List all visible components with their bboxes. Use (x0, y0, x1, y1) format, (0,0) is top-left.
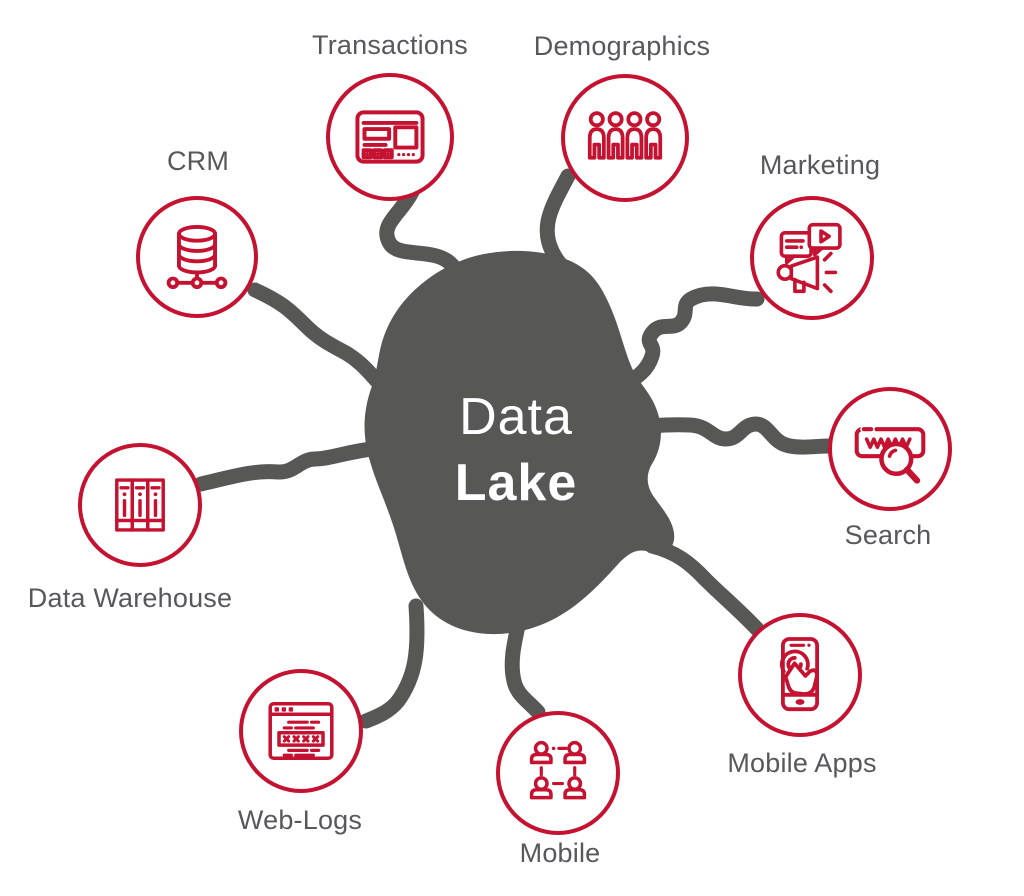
mobile-label: Mobile (519, 838, 601, 868)
marketing-circle (750, 196, 874, 320)
data-lake-blob (364, 250, 675, 635)
node-transactions (326, 73, 454, 201)
data-lake-title-line1: Data (459, 388, 573, 446)
crm-connector (247, 282, 384, 388)
node-search (828, 387, 952, 511)
www-magnifier-icon (854, 426, 926, 484)
mobile-connector (504, 600, 546, 720)
web-logs-label: Web-Logs (237, 805, 363, 835)
mobile-circle (496, 711, 620, 835)
touch-phone-icon (779, 637, 819, 712)
megaphone-media-icon (776, 222, 842, 294)
data-lake-title-line2: Lake (454, 454, 578, 512)
browser-log-icon (268, 701, 334, 761)
demographics-label: Demographics (533, 31, 711, 61)
archive-binders-icon (115, 478, 165, 532)
marketing-label: Marketing (759, 150, 881, 180)
database-network-icon (166, 224, 228, 290)
marketing-connector (604, 286, 765, 400)
mobile-apps-circle (738, 613, 862, 737)
data-warehouse-circle (78, 443, 202, 567)
node-data-warehouse (78, 443, 202, 567)
web-logs-circle (239, 669, 363, 793)
transactions-label: Transactions (312, 30, 468, 60)
crm-circle (136, 196, 258, 318)
search-label: Search (844, 520, 932, 550)
web-logs-connector (358, 598, 425, 729)
node-crm (136, 196, 258, 318)
data-lake-title: Data Lake (455, 384, 578, 516)
mobile-apps-label: Mobile Apps (727, 748, 877, 778)
node-web-logs (239, 669, 363, 793)
transactions-circle (326, 73, 454, 201)
node-marketing (750, 196, 874, 320)
data-warehouse-connector (193, 440, 386, 492)
search-connector (608, 416, 838, 455)
crm-label: CRM (166, 146, 230, 176)
demographics-circle (561, 74, 689, 202)
data-warehouse-label: Data Warehouse (27, 583, 233, 613)
mobile-apps-connector (644, 538, 765, 637)
node-demographics (561, 74, 689, 202)
people-group-icon (587, 111, 663, 160)
search-circle (828, 387, 952, 511)
pos-terminal-icon (355, 110, 425, 164)
people-network-icon (529, 740, 587, 800)
node-mobile-apps (738, 613, 862, 737)
node-mobile (496, 711, 620, 835)
